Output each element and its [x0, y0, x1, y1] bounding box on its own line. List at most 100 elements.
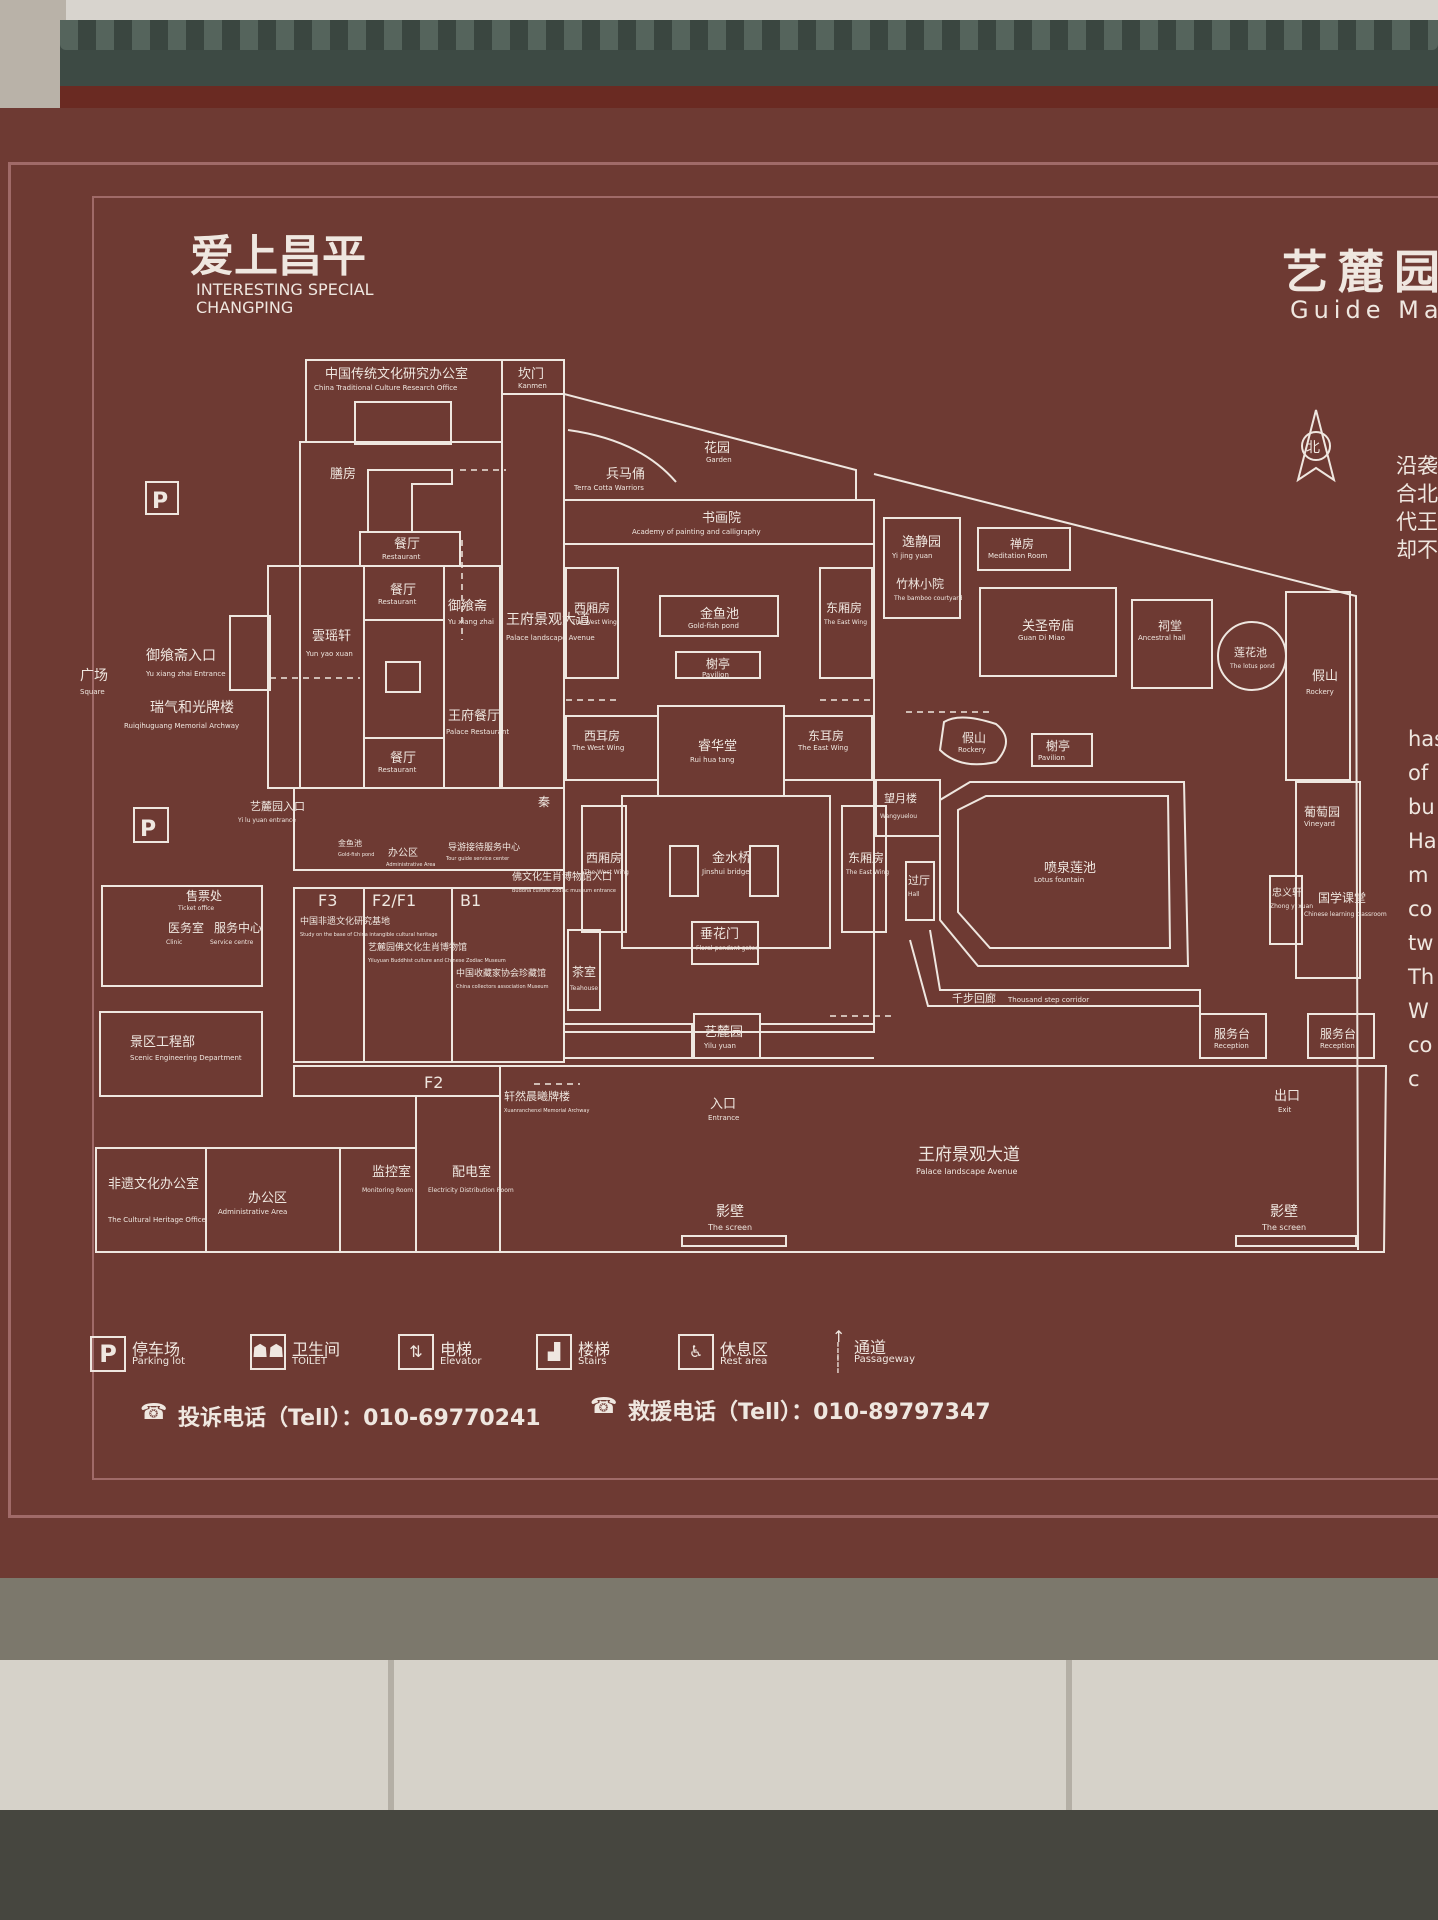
map-label-en: Pavilion: [1038, 754, 1065, 762]
map-label-en: Floral-pendant gates: [696, 945, 758, 952]
chuihuamen-outline: [691, 921, 759, 965]
map-label-en: Rui hua tang: [690, 756, 734, 764]
map-label-cn: 金水桥: [712, 850, 751, 866]
parking-icon: [145, 481, 179, 515]
map-label-en: Service centre: [210, 939, 254, 946]
map-label-cn: 非遗文化办公室: [108, 1176, 199, 1192]
goldfish-outline: [659, 595, 779, 637]
map-label-en: Xuanranchenxi Memorial Archway: [504, 1108, 589, 1114]
floor-label: B1: [460, 891, 481, 910]
vineyard-outline: [1295, 781, 1361, 979]
roof-band: [60, 86, 1438, 112]
map-label-cn: 中国收藏家协会珍藏馆: [456, 967, 546, 979]
map-label-cn: 医务室: [168, 920, 204, 935]
map-label-en: Restaurant: [378, 766, 417, 774]
map-label-en: Kanmen: [518, 382, 547, 390]
map-label-cn: 过厅: [908, 874, 930, 887]
map-label-cn: 垂花门: [700, 926, 739, 942]
map-label-cn: 祠堂: [1158, 619, 1182, 633]
map-label-en: The East Wing: [845, 869, 889, 876]
map-label-en: Square: [80, 688, 105, 696]
roof-tiles: [60, 20, 1438, 50]
map-label-en: Meditation Room: [988, 552, 1048, 560]
compass-label: 北: [1306, 440, 1320, 456]
side-text-line: W: [1408, 999, 1429, 1023]
south-gallery-w: [564, 1023, 693, 1059]
sign-board: [0, 108, 1438, 1578]
side-text-cn: 沿袭 合北 代王 却不: [1396, 452, 1438, 564]
court-center: [363, 619, 445, 739]
map-label-en: Electricity Distribution Room: [428, 1187, 514, 1194]
map-label-cn: 逸静园: [902, 535, 941, 550]
legend-item: ⇅ 电梯 Elevator: [398, 1326, 528, 1382]
map-label-en: The screen: [707, 1223, 752, 1232]
rockery-w-outline: [938, 716, 1007, 766]
map-label-cn: 西厢房: [586, 850, 622, 865]
map-label-en: Guan Di Miao: [1018, 634, 1065, 642]
phone-icon: ☎: [590, 1394, 618, 1419]
map-label-cn: 茶室: [572, 964, 596, 979]
map-label-cn: 金鱼池: [338, 838, 362, 848]
map-label-en: Buddha culture Zodiac museum entrance: [512, 888, 616, 894]
legend-label: 电梯: [440, 1340, 473, 1359]
map-label-en: Clinic: [166, 939, 182, 946]
map-label-cn: 千步回廊: [952, 991, 996, 1005]
map-label-cn: 御飨斋入口: [146, 647, 216, 664]
floor-label: F2: [424, 1073, 443, 1092]
legend-label: 通道: [854, 1338, 887, 1357]
east-boundary: [873, 473, 1359, 1251]
map-label-cn: 书画院: [702, 511, 741, 526]
map-label-cn: 广场: [80, 668, 108, 684]
f2-row: [293, 1065, 501, 1097]
curb-joint: [1066, 1660, 1072, 1810]
map-label-en: Monitoring Room: [362, 1187, 413, 1194]
map-label-en: Vineyard: [1304, 820, 1335, 828]
bridge-left: [669, 845, 699, 897]
map-label-cn: 雲瑶轩: [312, 629, 351, 644]
legend-item: ☗☗ 卫生间 TOILET: [250, 1326, 390, 1382]
page-subtitle: Guide Ma: [1290, 296, 1438, 324]
curb: [0, 1660, 1438, 1810]
brand-subtitle-1: INTERESTING SPECIAL: [196, 280, 374, 299]
map-label-en: The screen: [1261, 1223, 1306, 1232]
map-label-en: Pavilion: [702, 671, 729, 679]
map-label-cn: 假山: [1312, 669, 1338, 684]
map-label-en: Palace Restaurant: [446, 728, 509, 736]
map-label-cn: 佛文化生肖博物馆入口: [512, 870, 612, 883]
map-label-en: The East Wing: [823, 619, 867, 626]
side-text-line: tw: [1408, 931, 1434, 955]
map-label-en: The West Wing: [571, 744, 624, 752]
legend-label-en: Stairs: [578, 1356, 607, 1367]
map-label-cn: 御飨斋: [448, 598, 487, 614]
side-text-line: co: [1408, 897, 1433, 921]
map-label-cn: 导游接待服务中心: [448, 841, 520, 853]
map-label-cn: 秦: [538, 795, 550, 809]
side-text-en: has of bu Ha m co tw Th W co c: [1408, 722, 1438, 1096]
map-label-en: Palace landscape Avenue: [916, 1167, 1017, 1176]
map-label-cn: 出口: [1274, 1089, 1300, 1104]
kitchen-inner: [367, 469, 453, 533]
west-wing-2-outline: [581, 805, 627, 933]
jinshui-court: [621, 795, 831, 949]
map-label-cn: 国学课堂: [1318, 890, 1366, 905]
legend-item: ↑┆┆ 通道 Passageway: [832, 1326, 962, 1382]
yijingyuan-outline: [883, 517, 961, 619]
map-label-en: Administrative Area: [386, 862, 436, 868]
map-label-cn: 服务台: [1320, 1026, 1356, 1041]
map-label-cn: 艺麓园入口: [250, 800, 305, 813]
map-label-cn: 艺麓园佛文化生肖博物馆: [368, 941, 467, 953]
map-label-cn: 服务台: [1214, 1026, 1250, 1041]
map-label-en: Lotus fountain: [1034, 876, 1084, 884]
map-label-en: Rockery: [1306, 688, 1334, 696]
south-compound: [95, 1065, 1388, 1253]
stairs-icon: ▟: [536, 1334, 572, 1370]
map-label-en: Hall: [908, 891, 920, 898]
map-label-cn: 餐厅: [390, 582, 416, 598]
map-label-cn: 影壁: [1270, 1204, 1298, 1220]
map-label-cn: 关圣帝庙: [1022, 618, 1074, 634]
map-label-cn: 监控室: [372, 1164, 411, 1180]
west-ear-outline: [565, 715, 659, 781]
map-label-en: Thousand step corridor: [1007, 996, 1089, 1004]
side-text-line: 却不: [1396, 538, 1438, 562]
map-label-cn: 禅房: [1010, 536, 1034, 551]
